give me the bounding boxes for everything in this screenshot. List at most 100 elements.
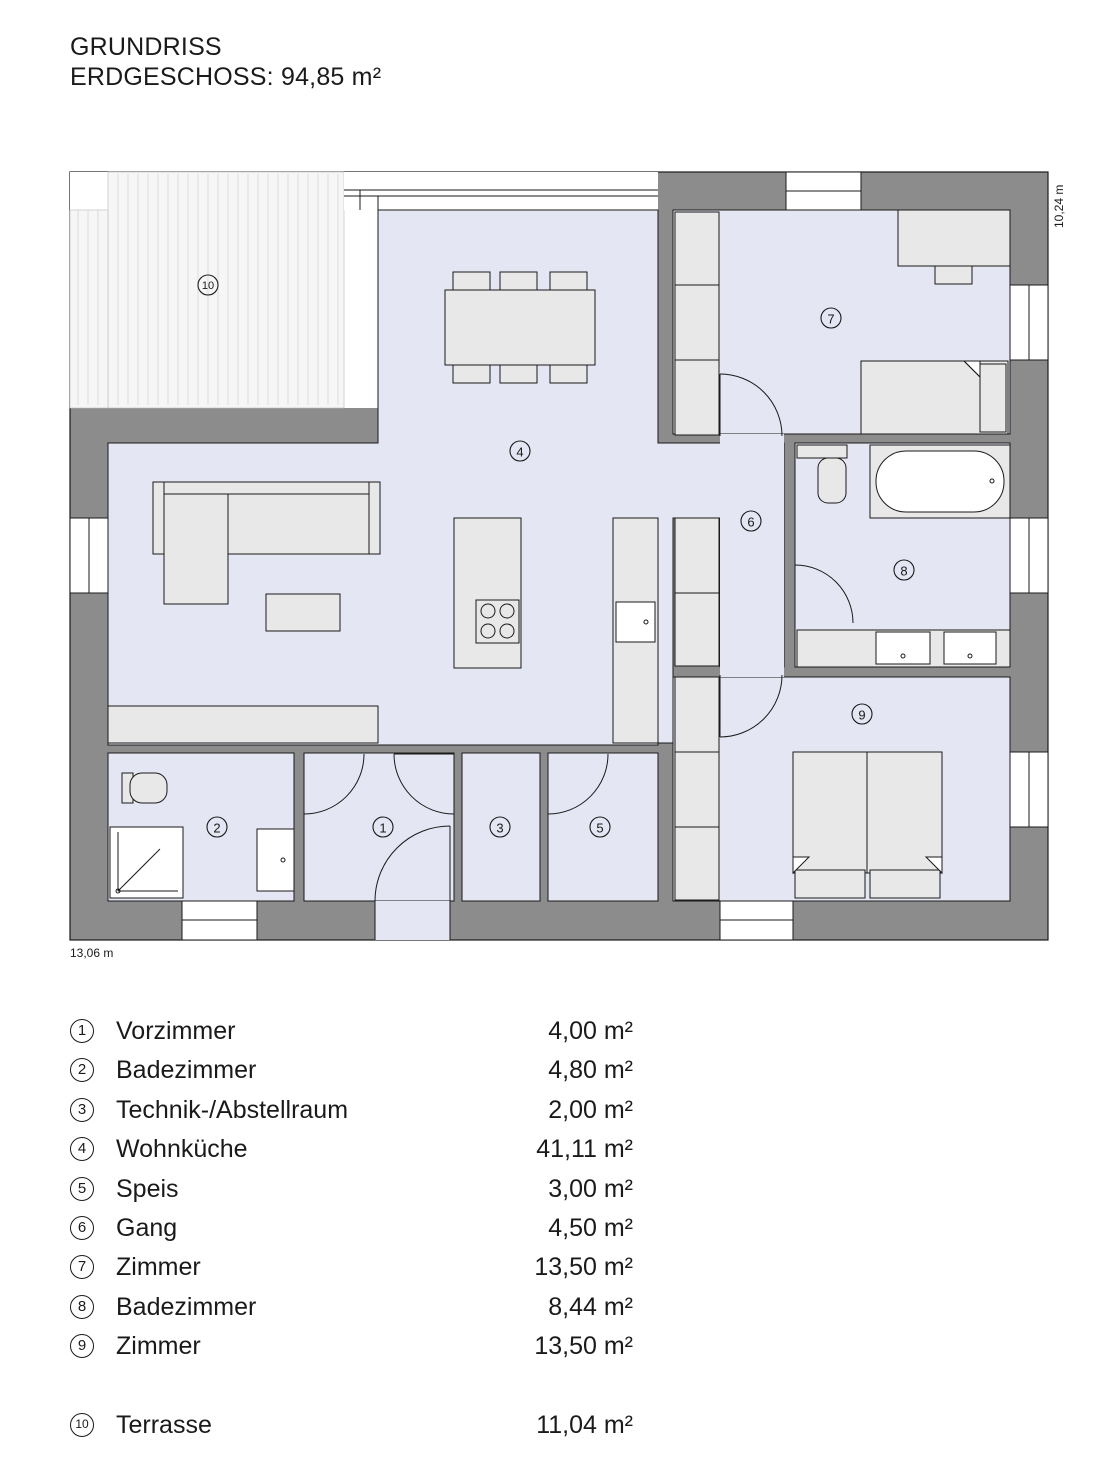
legend-room-name: Vorzimmer <box>116 1017 236 1045</box>
washbasin <box>875 631 931 665</box>
room-labels <box>197 274 915 838</box>
desk <box>897 209 1011 267</box>
sofa-arm <box>368 481 381 555</box>
kitchen-island <box>453 517 522 669</box>
bed-pillow <box>794 869 866 899</box>
legend-number: 4 <box>70 1137 94 1162</box>
legend-row-terrace: 10 Terrasse 11,04 m² <box>70 1409 640 1448</box>
plan-label-5: 5 <box>596 821 603 836</box>
legend-row: 5 Speis 3,00 m² <box>70 1173 640 1212</box>
desk-chair <box>934 265 973 285</box>
legend-room-area: 13,50 m² <box>534 1332 633 1361</box>
legend-room-name: Badezimmer <box>116 1056 257 1085</box>
legend-room-name: Zimmer <box>116 1253 201 1282</box>
kitchen-sink <box>615 601 656 643</box>
legend-room-area: 11,04 m² <box>536 1410 633 1439</box>
wardrobe <box>674 676 720 901</box>
legend-number: 3 <box>70 1097 94 1122</box>
legend-row: 8 Badezimmer 8,44 m² <box>70 1291 640 1330</box>
toilet-bowl <box>817 457 847 504</box>
chair <box>499 271 538 291</box>
sofa-chaise <box>163 493 229 605</box>
legend-row: 1 Vorzimmer 4,00 m² <box>70 1015 640 1054</box>
plan-label-7: 7 <box>827 312 834 327</box>
title-line-2: ERDGESCHOSS: 94,85 m² <box>70 63 382 91</box>
legend-number: 9 <box>70 1334 94 1359</box>
chair <box>549 364 588 384</box>
legend-number: 2 <box>70 1058 94 1083</box>
legend-room-name: Wohnküche <box>116 1135 248 1164</box>
floor-plan: 10 7 4 6 8 9 2 1 3 5 <box>69 171 1049 941</box>
furniture <box>107 209 1011 901</box>
legend-room-name: Zimmer <box>116 1332 201 1361</box>
door-swings <box>303 373 854 815</box>
label-circle-4 <box>509 440 531 462</box>
plan-label-4: 4 <box>516 445 523 460</box>
chair <box>452 271 491 291</box>
plan-label-2: 2 <box>213 821 220 836</box>
room-3-floor <box>461 752 541 902</box>
legend-room-area: 4,80 m² <box>548 1056 633 1085</box>
legend-number: 10 <box>70 1412 94 1437</box>
plan-label-10: 10 <box>202 280 214 292</box>
room-6-floor <box>720 434 784 677</box>
plan-title: GRUNDRISS ERDGESCHOSS: 94,85 m² <box>70 32 381 92</box>
legend-row: 7 Zimmer 13,50 m² <box>70 1251 640 1290</box>
legend-room-name: Badezimmer <box>116 1292 257 1321</box>
window-top-living <box>344 172 658 210</box>
terrace-deck <box>69 171 345 409</box>
legend-number: 6 <box>70 1215 94 1240</box>
label-circle-5 <box>589 816 611 838</box>
washbasin <box>943 631 997 665</box>
bathtub-inner <box>875 450 1005 513</box>
label-circle-7 <box>820 307 842 329</box>
legend-room-area: 41,11 m² <box>536 1135 633 1164</box>
legend-row: 6 Gang 4,50 m² <box>70 1212 640 1251</box>
label-circle-10 <box>197 274 219 296</box>
legend-room-area: 13,50 m² <box>534 1253 633 1282</box>
legend-number: 8 <box>70 1294 94 1319</box>
chair <box>499 364 538 384</box>
label-circle-2 <box>206 816 228 838</box>
cooktop <box>475 599 520 644</box>
dining-table <box>444 289 596 366</box>
dimension-width: 13,06 m <box>70 946 114 960</box>
plan-label-9: 9 <box>858 708 865 723</box>
plan-label-8: 8 <box>900 564 907 579</box>
legend-room-area: 3,00 m² <box>548 1174 633 1203</box>
legend-room-name: Speis <box>116 1174 179 1203</box>
legend-room-area: 4,00 m² <box>548 1017 633 1045</box>
washbasin <box>256 828 295 892</box>
sofa-arm <box>152 481 165 555</box>
label-circle-8 <box>893 559 915 581</box>
chair <box>549 271 588 291</box>
legend-number: 7 <box>70 1255 94 1280</box>
toilet-bowl <box>129 772 168 804</box>
plan-label-6: 6 <box>747 515 754 530</box>
label-circle-1 <box>372 816 394 838</box>
bed-pillow <box>869 869 941 899</box>
legend-row: 2 Badezimmer 4,80 m² <box>70 1054 640 1093</box>
dimension-height: 10,24 m <box>1052 184 1066 228</box>
legend-row: 9 Zimmer 13,50 m² <box>70 1330 640 1369</box>
legend-number: 1 <box>70 1019 94 1043</box>
label-circle-6 <box>740 510 762 532</box>
legend-room-area: 2,00 m² <box>548 1095 633 1124</box>
title-line-1: GRUNDRISS <box>70 33 222 61</box>
chair <box>452 364 491 384</box>
legend-room-area: 8,44 m² <box>548 1292 633 1321</box>
sofa-back <box>163 481 370 495</box>
legend-room-area: 4,50 m² <box>548 1213 633 1242</box>
legend-row: 4 Wohnküche 41,11 m² <box>70 1133 640 1172</box>
bed-pillow <box>979 363 1007 433</box>
windows <box>69 171 1049 941</box>
legend-number: 5 <box>70 1176 94 1201</box>
coffee-table <box>265 593 341 632</box>
label-circle-9 <box>851 703 873 725</box>
legend-room-name: Terrasse <box>116 1410 212 1439</box>
wardrobe <box>674 211 720 436</box>
plan-label-1: 1 <box>379 821 386 836</box>
legend-row: 3 Technik-/Abstellraum 2,00 m² <box>70 1094 640 1133</box>
room-legend: 1 Vorzimmer 4,00 m² 2 Badezimmer 4,80 m²… <box>70 1015 640 1448</box>
legend-room-name: Gang <box>116 1213 178 1242</box>
